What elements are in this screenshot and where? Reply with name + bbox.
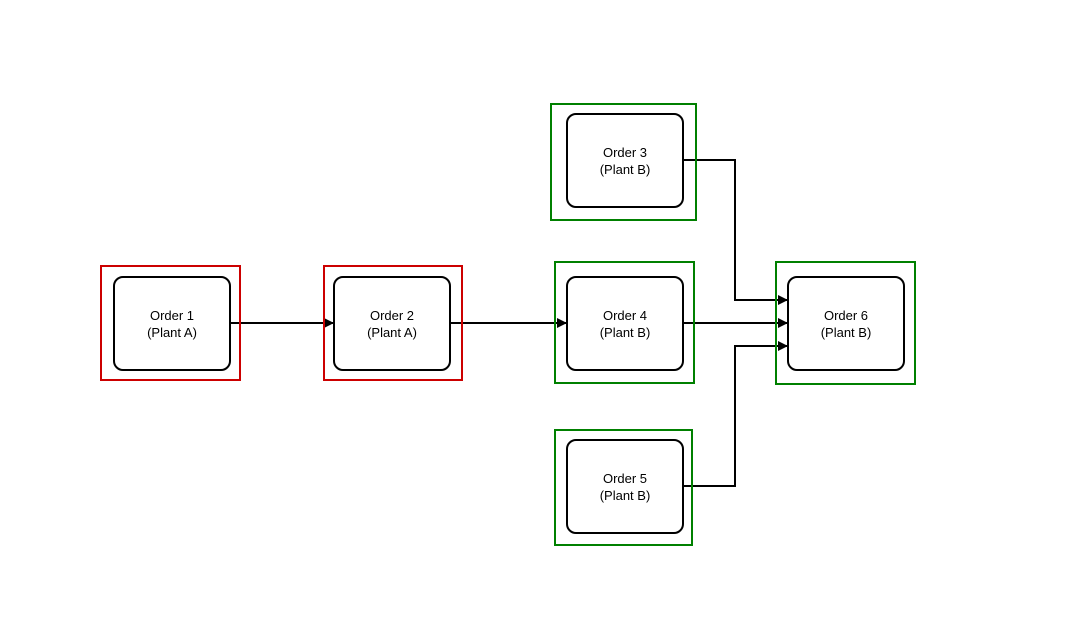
node-order-5[interactable]: Order 5 (Plant B): [566, 439, 684, 534]
plant-b-frame-order-3: [550, 103, 697, 221]
node-order-1-plant: (Plant A): [147, 324, 197, 340]
plant-b-frame-order-4: [554, 261, 695, 384]
node-order-1-title: Order 1: [149, 307, 195, 323]
node-order-6-title: Order 6: [823, 307, 869, 323]
plant-a-frame-order-2: [323, 265, 463, 381]
node-order-5-title: Order 5: [602, 470, 648, 486]
plant-a-frame-order-1: [100, 265, 241, 381]
node-order-3-title: Order 3: [602, 144, 648, 160]
node-order-3-plant: (Plant B): [599, 161, 651, 177]
node-order-2-title: Order 2: [369, 307, 415, 323]
node-order-4-plant: (Plant B): [599, 324, 651, 340]
node-order-6[interactable]: Order 6 (Plant B): [787, 276, 905, 371]
edge-order-5-to-order-6: [683, 341, 788, 487]
node-order-2-plant: (Plant A): [367, 324, 417, 340]
node-order-6-plant: (Plant B): [820, 324, 872, 340]
plant-b-frame-order-5: [554, 429, 693, 546]
node-order-4[interactable]: Order 4 (Plant B): [566, 276, 684, 371]
plant-b-frame-order-6: [775, 261, 916, 385]
node-order-1[interactable]: Order 1 (Plant A): [113, 276, 231, 371]
node-order-2[interactable]: Order 2 (Plant A): [333, 276, 451, 371]
node-order-3[interactable]: Order 3 (Plant B): [566, 113, 684, 208]
edge-order-3-to-order-6: [683, 159, 788, 305]
node-order-5-plant: (Plant B): [599, 487, 651, 503]
node-order-4-title: Order 4: [602, 307, 648, 323]
